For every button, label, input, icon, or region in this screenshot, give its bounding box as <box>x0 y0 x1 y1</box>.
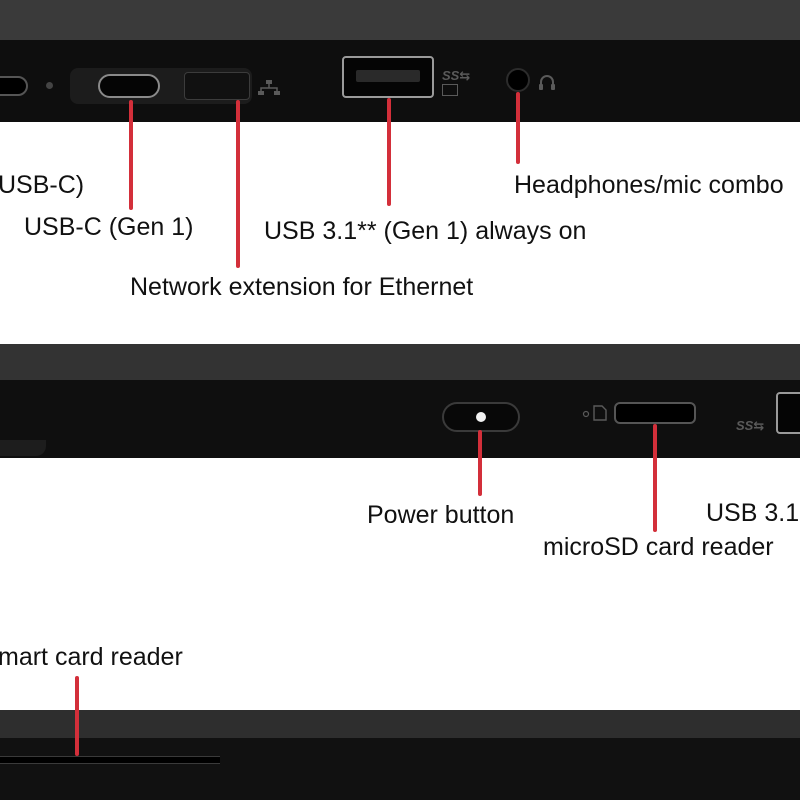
status-led <box>46 82 53 89</box>
bottom-chassis-bezel <box>0 710 800 738</box>
smart-card-slot <box>0 756 220 764</box>
label-usb-c-gen1: USB-C (Gen 1) <box>24 213 194 241</box>
usb-a-port-right <box>776 392 800 434</box>
leader-power-button <box>478 430 482 496</box>
leader-network-extension <box>236 100 240 268</box>
ss-usb-icon-top: SS⇆ <box>442 68 471 83</box>
label-network-extension: Network extension for Ethernet <box>130 273 474 301</box>
usb-c-port-left <box>0 76 28 96</box>
leader-usb31-always-on <box>387 98 391 206</box>
bottom-chassis-front <box>0 738 800 800</box>
top-chassis-bezel <box>0 0 800 40</box>
microsd-slot <box>614 402 696 424</box>
label-power-button: Power button <box>367 501 515 529</box>
leader-usb-c-gen1 <box>129 100 133 210</box>
label-usb-c-left: USB-C) <box>0 171 85 199</box>
label-microsd: microSD card reader <box>543 533 774 561</box>
label-headphones: Headphones/mic combo <box>514 171 784 199</box>
rubber-foot <box>0 440 46 456</box>
leader-headphones <box>516 92 520 164</box>
headphone-jack <box>506 68 530 92</box>
leader-microsd <box>653 424 657 532</box>
label-usb31-always-on: USB 3.1** (Gen 1) always on <box>264 217 587 245</box>
sd-card-icon <box>582 404 608 422</box>
power-share-icon <box>442 84 458 96</box>
network-extension-port <box>184 72 250 100</box>
usb-c-gen1-port <box>98 74 160 98</box>
leader-smart-card <box>75 676 79 756</box>
ss-usb-icon-bottom: SS⇆ <box>736 418 765 433</box>
headset-icon <box>538 74 556 92</box>
power-led <box>476 412 486 422</box>
ethernet-icon <box>258 80 280 96</box>
usb-a-always-on-port <box>342 56 434 98</box>
middle-chassis-bezel <box>0 344 800 380</box>
label-smart-card: mart card reader <box>0 643 183 671</box>
power-button <box>442 402 520 432</box>
label-usb31-right: USB 3.1 <box>706 499 800 527</box>
